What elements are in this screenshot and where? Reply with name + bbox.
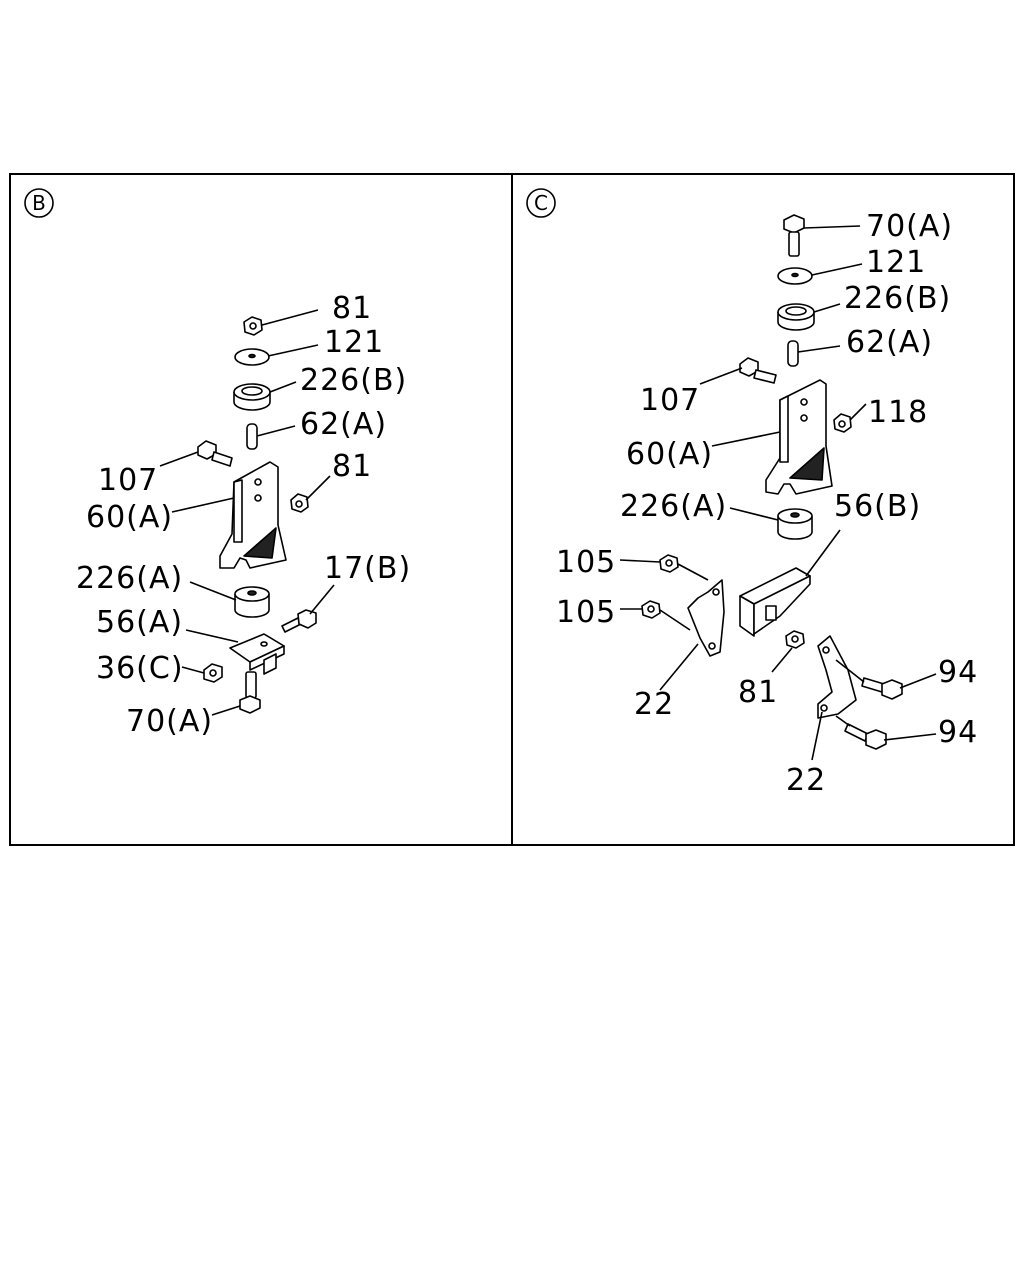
panel-c-id: C xyxy=(534,191,548,215)
rubber-226b-c xyxy=(777,303,815,331)
bolt-17b xyxy=(281,609,317,633)
bolt-94-top xyxy=(861,677,903,700)
label-62a-c: 62(A) xyxy=(846,325,933,360)
label-226a-c: 226(A) xyxy=(620,489,727,524)
pin-62a xyxy=(246,423,258,450)
label-22-right: 22 xyxy=(786,763,826,798)
bracket-56b xyxy=(739,567,811,637)
label-121-c: 121 xyxy=(866,245,926,280)
clamp-22-left xyxy=(687,579,725,657)
rubber-226b xyxy=(233,383,271,411)
label-118: 118 xyxy=(868,395,928,430)
label-22-left: 22 xyxy=(634,687,674,722)
label-70a: 70(A) xyxy=(126,704,213,739)
label-81-c: 81 xyxy=(738,675,778,710)
label-107-c: 107 xyxy=(640,383,700,418)
label-60a: 60(A) xyxy=(86,500,173,535)
label-56a: 56(A) xyxy=(96,605,183,640)
plate-56a xyxy=(229,633,285,675)
label-226b-c: 226(B) xyxy=(844,281,951,316)
nut-105-top xyxy=(659,554,679,573)
label-62a: 62(A) xyxy=(300,407,387,442)
bolt-94-bottom xyxy=(844,723,887,750)
nut-81-c xyxy=(785,630,805,649)
bracket-60a-c xyxy=(765,379,833,495)
panel-c-badge xyxy=(526,188,556,218)
bracket-60a xyxy=(219,461,287,569)
bolt-70a-top xyxy=(783,214,805,257)
nut-105-bottom xyxy=(641,600,661,619)
panel-b: B xyxy=(24,188,411,739)
bolt-70a-bottom xyxy=(239,671,261,714)
nut-118 xyxy=(833,413,852,433)
label-56b: 56(B) xyxy=(834,489,921,524)
pin-62a-c xyxy=(787,340,799,367)
label-226b: 226(B) xyxy=(300,363,407,398)
panel-c: C xyxy=(526,188,978,798)
label-94-top: 94 xyxy=(938,655,978,690)
rubber-226a xyxy=(234,586,270,618)
label-17b: 17(B) xyxy=(324,551,411,586)
label-70a-c: 70(A) xyxy=(866,209,953,244)
label-81-right: 81 xyxy=(332,449,372,484)
label-81-top: 81 xyxy=(332,291,372,326)
label-121: 121 xyxy=(324,325,384,360)
nut-81-top xyxy=(243,316,263,336)
label-105-top: 105 xyxy=(556,545,616,580)
nut-81-right xyxy=(290,493,309,513)
washer-121 xyxy=(234,348,270,366)
label-94-bottom: 94 xyxy=(938,715,978,750)
label-107: 107 xyxy=(98,463,158,498)
bolt-107-c xyxy=(739,357,777,384)
panel-b-badge xyxy=(24,188,54,218)
bolt-107 xyxy=(197,440,233,467)
label-36c: 36(C) xyxy=(96,651,184,686)
washer-121-c xyxy=(777,267,813,285)
clamp-22-right xyxy=(817,635,857,719)
label-226a: 226(A) xyxy=(76,561,183,596)
nut-36c xyxy=(203,663,223,683)
label-105-bottom: 105 xyxy=(556,595,616,630)
label-60a-c: 60(A) xyxy=(626,437,713,472)
rubber-226a-c xyxy=(777,508,813,540)
panel-b-id: B xyxy=(32,191,46,215)
